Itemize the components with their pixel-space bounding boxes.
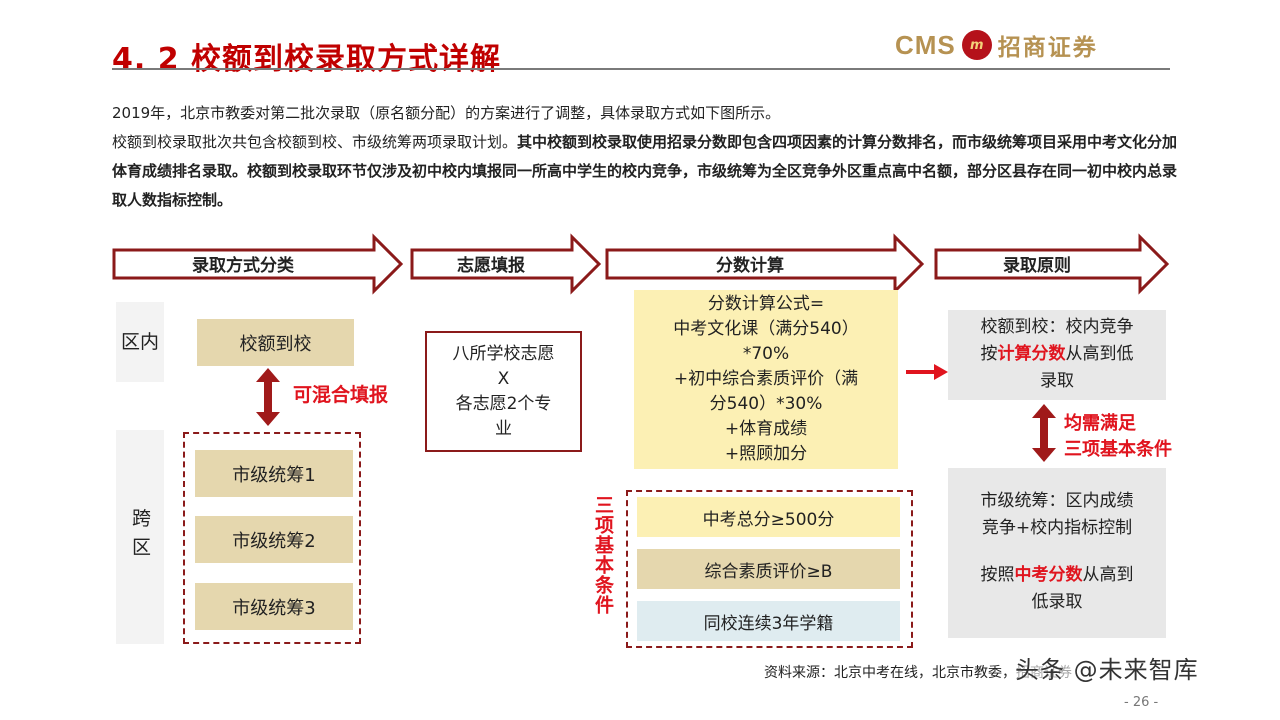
- conditions-dashed-group: [626, 490, 913, 648]
- city-plan-item: 市级统筹1: [195, 450, 353, 497]
- principle-city-post: 从高到: [1082, 565, 1134, 585]
- stage-label-wish: 志愿填报: [457, 255, 525, 276]
- arrow-shape-icon: [605, 233, 925, 295]
- stage-label-classify: 录取方式分类: [192, 255, 294, 276]
- city-plan-item: 市级统筹3: [195, 583, 353, 630]
- wish-line: X: [497, 368, 510, 389]
- source-note: 资料来源：北京中考在线，北京市教委，招商证券: [764, 665, 1072, 681]
- intro-p2-bold: 其中校额到校录取使用招录分数即包含四项因素的计算分数排名，而市级统筹项目采用中考…: [112, 133, 1178, 209]
- formula-line: +初中综合素质评价（满: [673, 369, 859, 389]
- intro-paragraph-2: 校额到校录取批次共包含校额到校、市级统筹两项录取计划。其中校额到校录取使用招录分…: [112, 128, 1182, 215]
- formula-line: 分540）*30%: [709, 394, 823, 414]
- principle-city-line4: 低录取: [1031, 592, 1083, 612]
- principle-city-highlight: 中考分数: [1014, 565, 1083, 585]
- arrow-shape-icon: [934, 233, 1170, 295]
- city-plan-item: 市级统筹2: [195, 516, 353, 563]
- formula-line: 中考文化课（满分540）: [673, 319, 859, 339]
- stage-label-score: 分数计算: [716, 255, 784, 276]
- must-meet-label-1: 均需满足: [1064, 413, 1136, 434]
- arrow-shape-icon: [410, 233, 602, 295]
- principle-city-box: 市级统筹：区内成绩 竞争+校内指标控制 按照中考分数从高到 低录取: [948, 468, 1166, 638]
- principle-city-line2: 竞争+校内指标控制: [981, 518, 1133, 538]
- wish-line: 八所学校志愿: [452, 343, 555, 364]
- must-meet-label-2: 三项基本条件: [1064, 439, 1172, 460]
- condition-item: 综合素质评价≥B: [637, 549, 900, 589]
- zone-label-cross-text: 跨区: [129, 508, 151, 566]
- principle-quota-post: 从高到低: [1065, 344, 1134, 364]
- page-number: - 26 -: [1124, 695, 1159, 710]
- principle-quota-pre: 按: [980, 344, 998, 364]
- principle-quota-highlight: 计算分数: [997, 344, 1066, 364]
- condition-item: 中考总分≥500分: [637, 497, 900, 537]
- watermark-label: 头条 @未来智库: [1015, 656, 1199, 684]
- zone-label-cross: 跨区: [116, 430, 164, 644]
- company-logo: CMS m 招商证券: [895, 28, 1098, 62]
- formula-line: +体育成绩: [724, 419, 808, 439]
- logo-cn-text: 招商证券: [997, 34, 1098, 61]
- intro-paragraph-1: 2019年，北京市教委对第二批次录取（原名额分配）的方案进行了调整，具体录取方式…: [112, 104, 781, 122]
- wish-filling-box: 八所学校志愿 X 各志愿2个专 业: [425, 331, 582, 452]
- spacer: [948, 542, 1166, 562]
- mixable-label: 可混合填报: [293, 384, 389, 406]
- score-formula-box: 分数计算公式= 中考文化课（满分540） *70% +初中综合素质评价（满 分5…: [634, 290, 898, 469]
- conditions-vertical-label: 三项基本条件: [592, 495, 614, 615]
- watermark-text: 头条 @未来智库: [1015, 650, 1199, 685]
- city-plan-dashed-group: [183, 432, 361, 644]
- condition-item: 同校连续3年学籍: [637, 601, 900, 641]
- principle-quota-box: 校额到校：校内竞争 按计算分数从高到低 录取: [948, 310, 1166, 400]
- wish-line: 业: [495, 418, 512, 439]
- double-arrow-icon: [256, 368, 280, 426]
- formula-to-principle-arrow-icon: [906, 364, 948, 380]
- principle-quota-line1: 校额到校：校内竞争: [980, 317, 1134, 337]
- arrow-shape-icon: [112, 233, 404, 295]
- formula-line: +照顾加分: [724, 444, 808, 464]
- title-divider: [112, 68, 1170, 70]
- school-quota-box: 校额到校: [197, 319, 354, 366]
- formula-line: *70%: [742, 344, 790, 364]
- logo-cms-text: CMS: [895, 29, 956, 60]
- zone-label-inner: 区内: [116, 302, 164, 382]
- formula-line: 分数计算公式=: [707, 294, 825, 314]
- stage-label-principle: 录取原则: [1003, 255, 1071, 276]
- principle-quota-line2: 按计算分数从高到低: [948, 341, 1166, 368]
- principle-city-pre: 按照: [980, 565, 1015, 585]
- intro-p2-normal: 校额到校录取批次共包含校额到校、市级统筹两项录取计划。: [112, 133, 518, 151]
- principle-city-line1: 市级统筹：区内成绩: [980, 491, 1134, 511]
- principle-city-line3: 按照中考分数从高到: [948, 562, 1166, 589]
- logo-emblem-icon: m: [961, 30, 992, 60]
- page-title: 4. 2 校额到校录取方式详解: [112, 42, 502, 77]
- wish-line: 各志愿2个专: [455, 393, 552, 414]
- double-arrow-icon: [1032, 404, 1056, 462]
- principle-quota-line3: 录取: [1040, 371, 1074, 391]
